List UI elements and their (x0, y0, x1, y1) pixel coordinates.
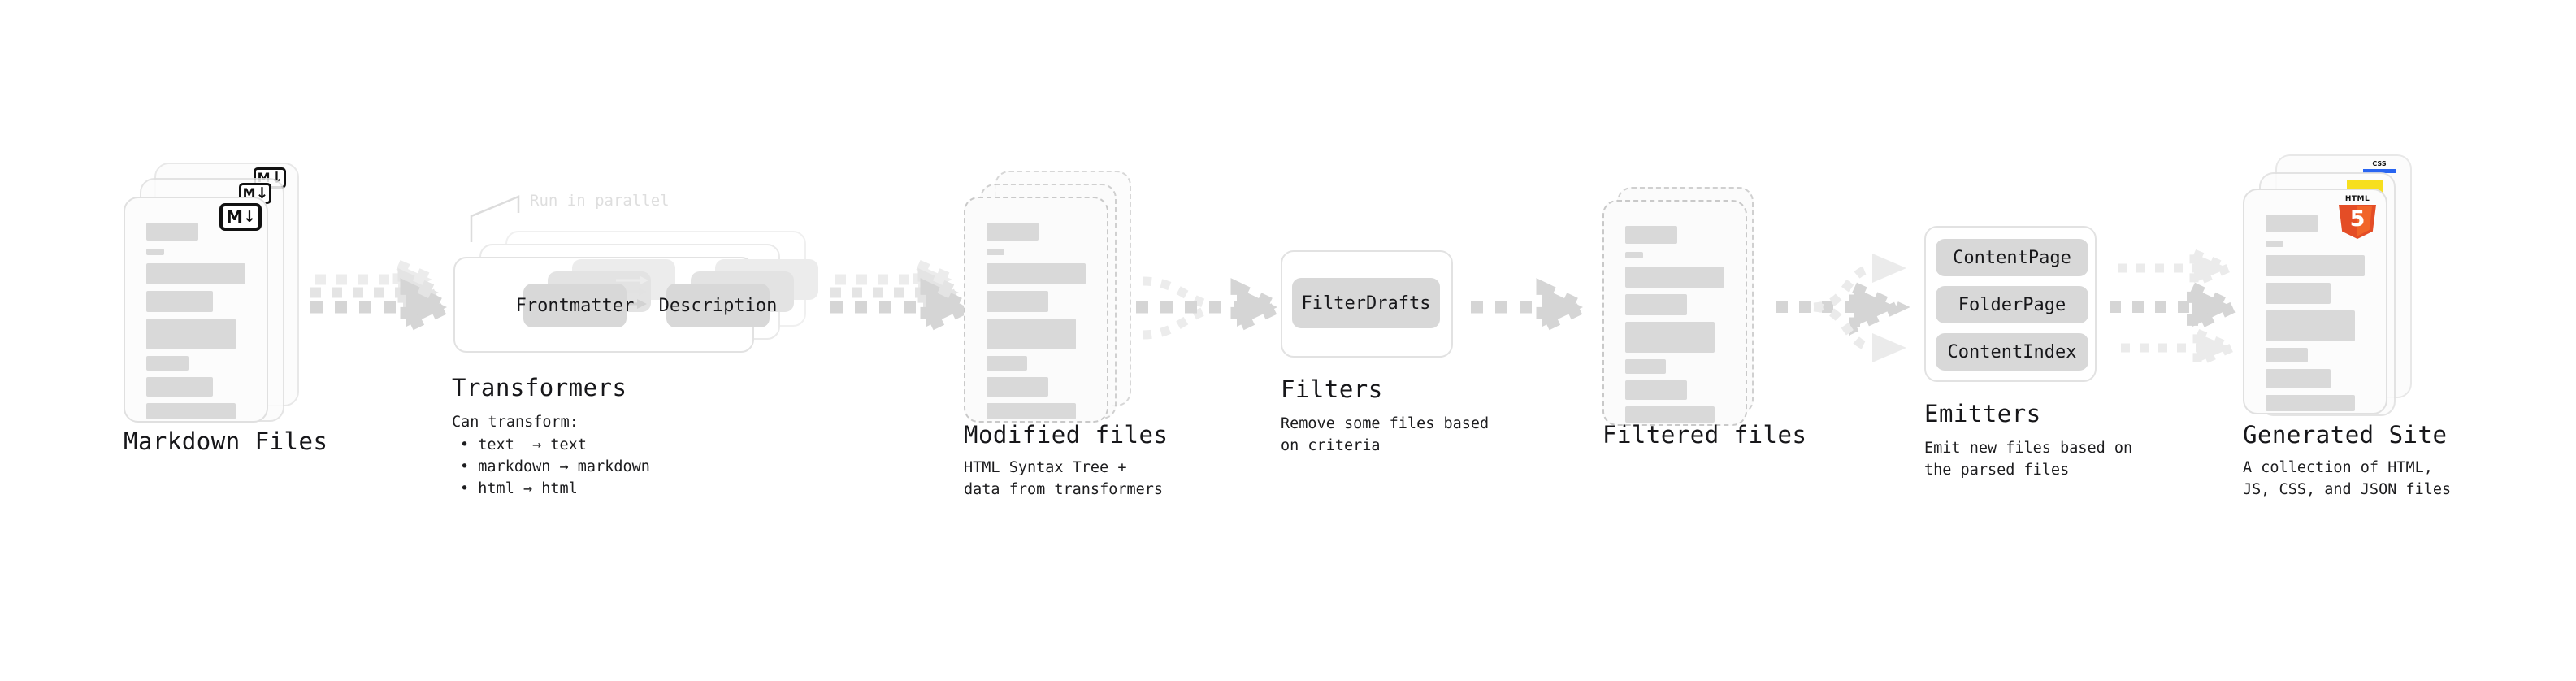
content-bar (1625, 380, 1687, 400)
transformers-group: Run in parallel Frontmatter Descript (445, 192, 827, 354)
stage-subtitle-transformers: Can transform: (452, 414, 579, 431)
filter-chip-filterdrafts[interactable]: FilterDrafts (1292, 278, 1440, 328)
file-sheet-front (2243, 189, 2387, 414)
emitter-chip-folderpage[interactable]: FolderPage (1936, 286, 2088, 323)
content-bar (146, 263, 245, 284)
content-bar (2266, 310, 2355, 341)
file-sheet-front (964, 197, 1108, 423)
content-bar (987, 356, 1027, 371)
markdown-files-stack: M↓ M↓ M↓ (124, 163, 310, 431)
transformers-bullet-list: • text → text • markdown → markdown • ht… (460, 434, 650, 500)
content-bar (146, 403, 236, 419)
chip-label: Frontmatter (515, 295, 635, 316)
html5-icon: HTML 5 (2339, 195, 2376, 239)
content-bar (987, 377, 1048, 397)
css-icon-label: CSS (2372, 160, 2387, 167)
stage-subtitle-emitters: Emit new files based on the parsed files (1924, 440, 2133, 479)
filtered-files-stack (1602, 187, 1789, 439)
stage-subtitle-modified-files: HTML Syntax Tree + data from transformer… (964, 459, 1164, 498)
css-icon: CSS (2363, 160, 2396, 173)
content-bar (1625, 294, 1687, 315)
conn-filtered-to-emitters (1776, 254, 1910, 362)
content-bar (146, 319, 236, 349)
content-bar (146, 291, 213, 312)
html5-icon-label: HTML (2344, 195, 2370, 203)
bullet-item: • html → html (460, 480, 578, 497)
modified-files-stack (964, 171, 1151, 439)
content-bar (1625, 406, 1715, 423)
content-bar (2266, 215, 2318, 232)
content-bar (987, 403, 1076, 419)
content-bar (146, 223, 198, 241)
html5-digit: 5 (2349, 206, 2366, 232)
conn-transformers-to-modified (830, 257, 982, 336)
content-bar (987, 249, 1004, 255)
html5-shield-inner (2357, 206, 2372, 236)
content-bar (146, 377, 213, 397)
stage-title-generated-site: Generated Site (2243, 421, 2448, 449)
stage-subtitle-filters: Remove some files based on criteria (1281, 415, 1490, 454)
markdown-icon: M↓ (219, 203, 262, 231)
transformer-chip-frontmatter[interactable]: Frontmatter (516, 284, 634, 327)
chip-label: FilterDrafts (1301, 293, 1431, 314)
stage-title-emitters: Emitters (1924, 400, 2041, 427)
stage-title-modified-files: Modified files (964, 421, 1169, 449)
content-bar (1625, 359, 1666, 374)
content-bar (146, 356, 189, 371)
content-bar (987, 319, 1076, 349)
bullet-item: • markdown → markdown (460, 458, 650, 475)
chip-label: FolderPage (1958, 294, 2066, 315)
content-bar (2266, 283, 2331, 304)
chip-label: Description (658, 295, 778, 316)
content-bar (146, 249, 164, 255)
emitters-group-box: ContentPage FolderPage ContentIndex (1924, 226, 2097, 382)
stage-title-filtered-files: Filtered files (1602, 421, 1807, 449)
content-bar (987, 223, 1039, 241)
stage-title-transformers: Transformers (452, 374, 627, 401)
conn-md-to-transformers (310, 257, 462, 336)
chip-label: ContentPage (1953, 247, 2071, 268)
conn-emitters-to-site (2110, 246, 2247, 370)
content-bar (2266, 255, 2365, 276)
content-bar (1625, 252, 1643, 258)
stage-subtitle-generated-site: A collection of HTML, JS, CSS, and JSON … (2243, 459, 2452, 498)
file-sheet-front (1602, 200, 1747, 426)
down-arrow-glyph: ↓ (242, 207, 256, 226)
emitter-chip-contentpage[interactable]: ContentPage (1936, 239, 2088, 276)
stage-title-markdown-files: Markdown Files (124, 427, 328, 455)
conn-modified-to-filters (1136, 276, 1292, 340)
chip-label: ContentIndex (1947, 341, 2077, 362)
transformer-chip-description[interactable]: Description (659, 284, 777, 327)
file-sheet-front (124, 197, 268, 423)
content-bar (1625, 267, 1724, 288)
bullet-item: • text → text (460, 436, 587, 453)
generated-site-stack: CSS HTML 5 (2243, 154, 2446, 431)
emitter-chip-contentindex[interactable]: ContentIndex (1936, 333, 2088, 371)
run-in-parallel-note: Run in parallel (530, 192, 670, 210)
content-bar (1625, 322, 1715, 353)
conn-filters-to-filtered (1471, 278, 1598, 336)
content-bar (987, 263, 1086, 284)
content-bar (2266, 241, 2283, 247)
content-bar (2266, 348, 2308, 362)
content-bar (2266, 395, 2355, 411)
stage-title-filters: Filters (1281, 375, 1383, 403)
filters-group-box: FilterDrafts (1281, 250, 1453, 358)
content-bar (2266, 369, 2331, 388)
content-bar (1625, 226, 1677, 244)
parallel-bracket (470, 195, 520, 242)
content-bar (987, 291, 1048, 312)
